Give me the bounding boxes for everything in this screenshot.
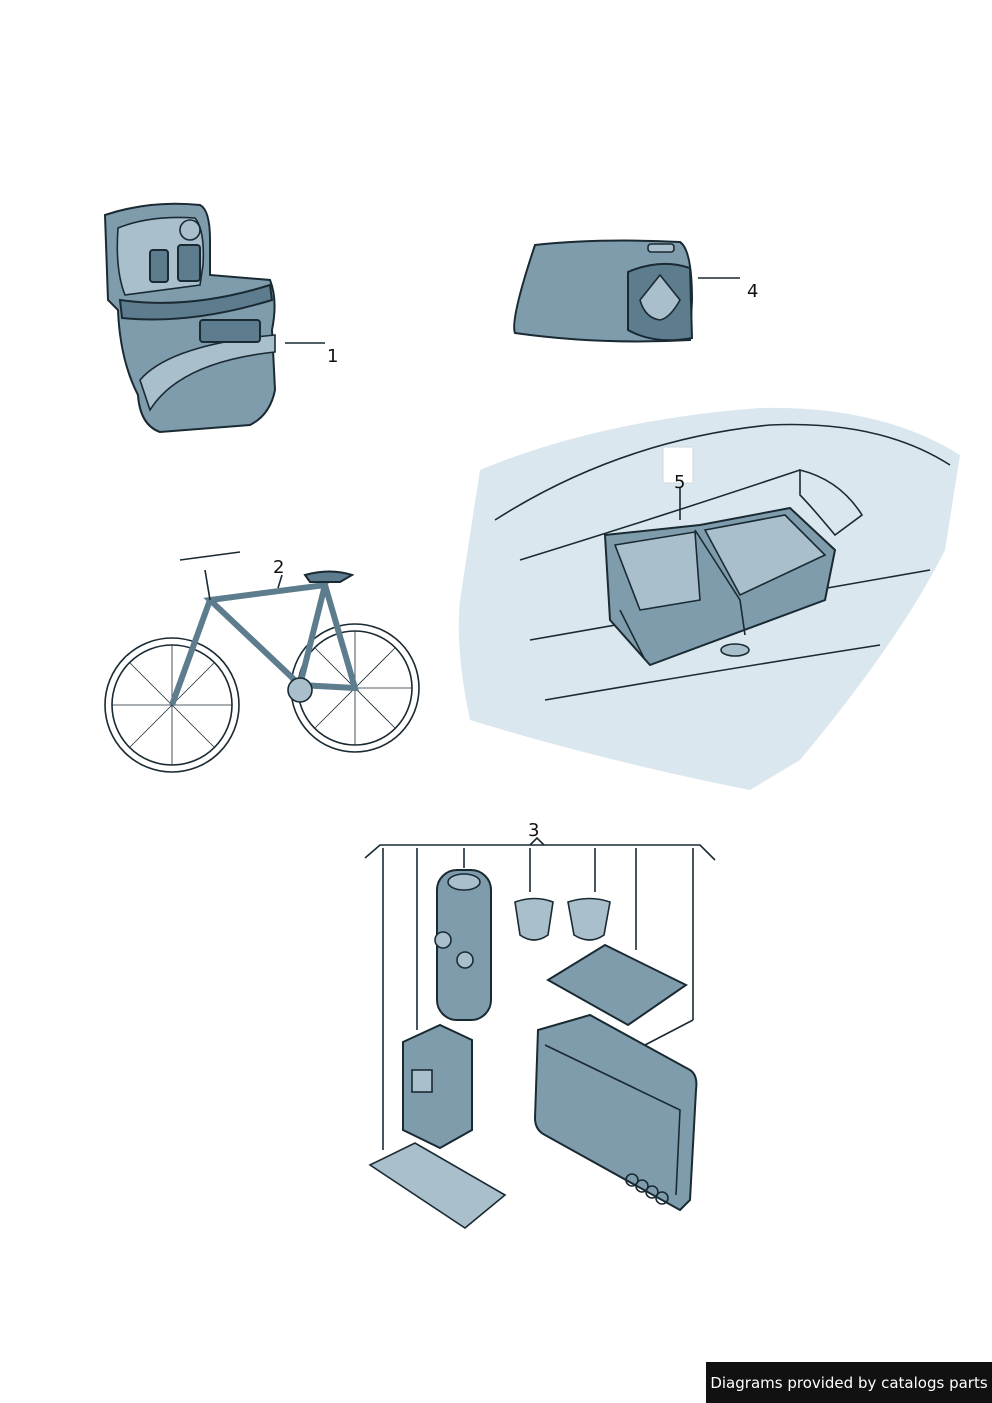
- bicycle-illustration: 2: [104, 551, 420, 773]
- trunk-organizer-illustration: 5: [458, 407, 960, 790]
- callout-1: 1: [327, 346, 338, 367]
- callout-2: 2: [273, 557, 284, 578]
- attribution-badge: Diagrams provided by catalogs parts: [706, 1362, 992, 1403]
- callout-3: 3: [528, 820, 539, 841]
- trunk-organizer-bag-illustration: 4: [513, 239, 758, 343]
- cooler-box-illustration: 1: [103, 202, 338, 434]
- callout-5: 5: [674, 472, 685, 493]
- attribution-text: Diagrams provided by catalogs parts: [710, 1373, 988, 1392]
- callout-4: 4: [747, 281, 758, 302]
- coffee-set-illustration: 3: [364, 820, 716, 1229]
